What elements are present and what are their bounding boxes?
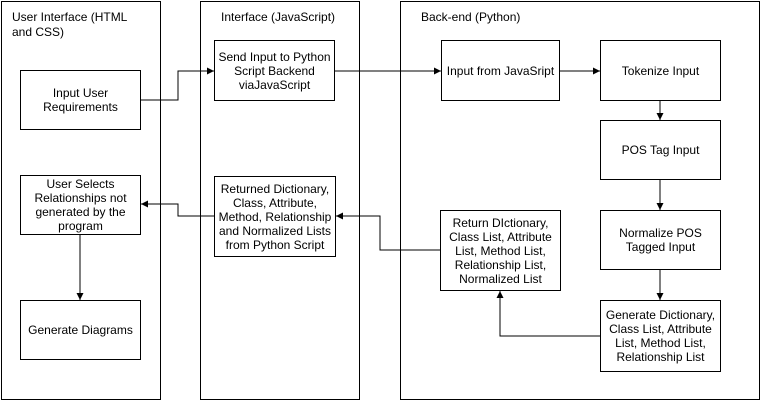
pos-tag-input-label: POS Tag Input [621, 143, 700, 157]
generate-diagrams-node: Generate Diagrams [20, 300, 141, 360]
normalize-pos-node: Normalize POS Tagged Input [600, 210, 721, 270]
send-input-label: Send Input to Python Script Backend viaJ… [218, 49, 331, 92]
generate-lists-label: Generate Dictionary, Class List, Attribu… [605, 308, 716, 364]
input-from-javascript-label: Input from JavaSript [446, 63, 555, 78]
tokenize-input-label: Tokenize Input [621, 63, 700, 78]
send-input-node: Send Input to Python Script Backend viaJ… [214, 40, 335, 101]
pos-tag-input-node: POS Tag Input [600, 120, 721, 180]
normalize-pos-label: Normalize POS Tagged Input [619, 226, 702, 254]
return-dictionary-label: Return DIctionary, Class List, Attribute… [449, 215, 552, 286]
returned-dictionary-node: Returned Dictionary, Class, Attribute, M… [214, 176, 336, 257]
user-selects-relationships-label: User Selects Relationships not generated… [34, 177, 127, 233]
generate-lists-node: Generate Dictionary, Class List, Attribu… [600, 300, 721, 372]
lane-user-interface-title: User Interface (HTML and CSS) [12, 10, 127, 39]
input-user-requirements-node: Input User Requirements [20, 70, 141, 130]
lane-python-backend-title: Back-end (Python) [421, 10, 521, 24]
tokenize-input-node: Tokenize Input [600, 40, 721, 101]
return-dictionary-node: Return DIctionary, Class List, Attribute… [440, 210, 561, 291]
returned-dictionary-label: Returned Dictionary, Class, Attribute, M… [218, 181, 332, 252]
user-selects-relationships-node: User Selects Relationships not generated… [20, 175, 141, 235]
generate-diagrams-label: Generate Diagrams [28, 323, 133, 337]
input-user-requirements-label: Input User Requirements [43, 86, 118, 114]
input-from-javascript-node: Input from JavaSript [441, 40, 560, 101]
lane-javascript-interface-title: Interface (JavaScript) [221, 10, 336, 24]
